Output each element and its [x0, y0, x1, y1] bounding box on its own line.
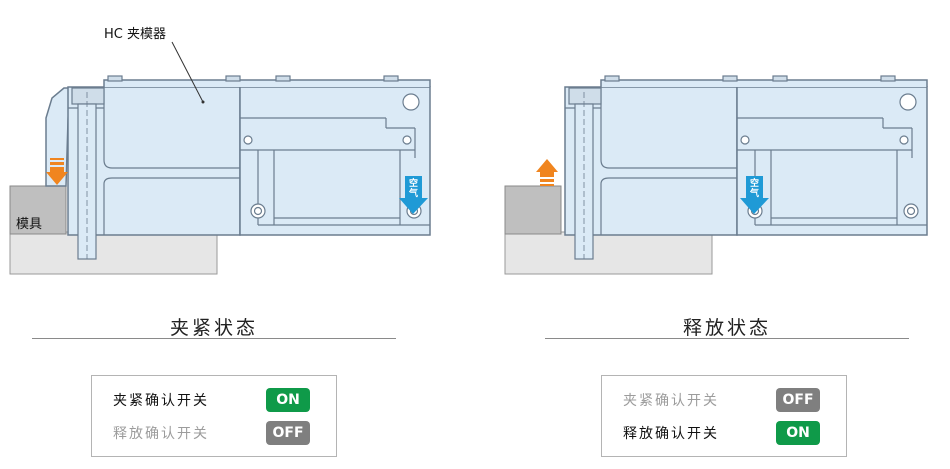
release-state-diagram: 空 气	[504, 75, 928, 275]
clamper-body-rear	[736, 86, 928, 236]
clamp-state-panel: 模具	[9, 27, 431, 457]
air-label: 空	[409, 177, 418, 189]
switch-row-clamp-confirm: 夹紧确认开关 OFF	[623, 387, 820, 413]
status-badge-off: OFF	[266, 421, 310, 445]
release-state-title: 释放状态	[682, 317, 771, 339]
clamper-callout-label: HC 夹模器	[104, 27, 166, 42]
internal-detail	[565, 87, 927, 235]
switch-row-clamp-confirm: 夹紧确认开关 ON	[113, 387, 310, 413]
bolt-head	[71, 87, 105, 105]
air-arrow-icon: 空 气	[740, 176, 769, 214]
clamp-bolt	[77, 103, 97, 260]
clamper-body-rear	[239, 86, 431, 236]
svg-text:气: 气	[749, 187, 759, 199]
status-badge-off: OFF	[776, 388, 820, 412]
svg-text:气: 气	[408, 187, 418, 199]
clamp-state-diagram: 模具	[9, 27, 431, 275]
top-cover	[600, 79, 928, 87]
mold-label: 模具	[16, 217, 42, 232]
release-state-panel: 空 气 释放状态 夹紧确认开关 OFF 释放确认开关 ON	[475, 0, 950, 469]
arrow-down-icon	[46, 158, 68, 185]
title-divider	[32, 338, 396, 339]
mold-block	[9, 185, 67, 235]
clamper-body-front	[564, 86, 738, 236]
switch-row-release-confirm: 释放确认开关 ON	[623, 420, 820, 446]
switch-label: 释放确认开关	[623, 426, 719, 442]
machine-base	[9, 231, 218, 275]
switch-label: 释放确认开关	[113, 426, 209, 442]
switch-row-release-confirm: 释放确认开关 OFF	[113, 420, 310, 446]
air-label: 空	[750, 177, 759, 189]
bolt-head	[568, 87, 602, 105]
switch-label: 夹紧确认开关	[623, 393, 719, 409]
callout-leader	[171, 41, 204, 103]
top-screws	[604, 75, 896, 82]
switch-label: 夹紧确认开关	[113, 393, 209, 409]
air-arrow-icon: 空 气	[399, 176, 428, 214]
top-screws	[107, 75, 399, 82]
top-cover	[103, 79, 431, 87]
status-badge-on: ON	[776, 421, 820, 445]
arrow-up-icon	[536, 159, 558, 186]
mold-block	[504, 185, 562, 235]
status-badge-on: ON	[266, 388, 310, 412]
clamp-state-title: 夹紧状态	[169, 317, 258, 339]
clamp-bolt	[574, 103, 594, 260]
title-divider	[545, 338, 909, 339]
clamper-body-front	[67, 86, 241, 236]
switch-status-box: 夹紧确认开关 ON 释放确认开关 OFF	[91, 375, 337, 457]
machine-base	[504, 231, 713, 275]
switch-status-box: 夹紧确认开关 OFF 释放确认开关 ON	[601, 375, 847, 457]
